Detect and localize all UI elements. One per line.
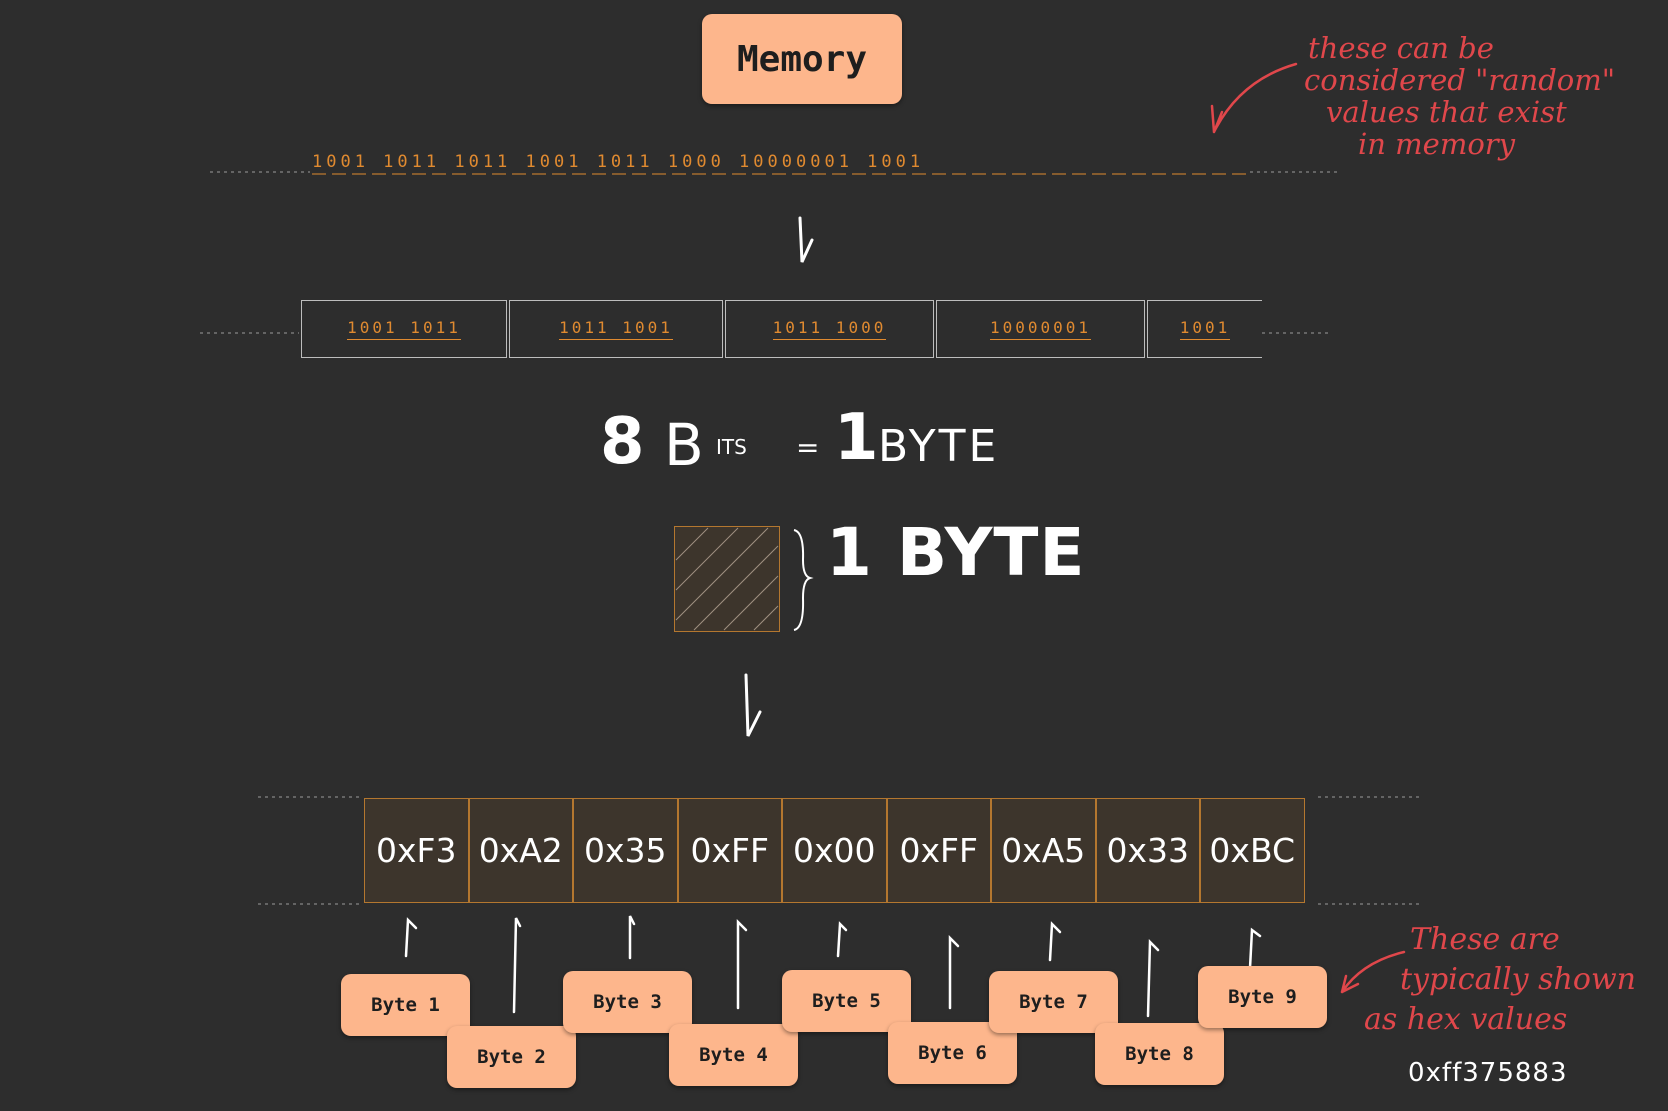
down-arrow-1 [798,216,814,263]
hex-values-annotation: These are typically shown as hex values [1364,920,1636,1040]
random-values-annotation: these can be considered "random" values … [1304,31,1615,161]
byte-label-7: Byte 7 [989,971,1118,1033]
hex-cell-8: 0x33 [1095,798,1200,903]
byte-hatching [675,527,779,631]
hex-cell-2: 0xA2 [468,798,573,903]
hex-cell-6: 0xFF [886,798,991,903]
annotation-line-1: these can be [1308,31,1494,65]
annotation-line-3: values that exist [1326,95,1567,129]
byte-legend: 1 BYTE [826,514,1086,591]
hex-cell-9: 0xBC [1200,798,1305,903]
bit-group-5: 1001 [1147,300,1262,358]
annotation-arrow-top [1210,62,1298,134]
byte-label-4: Byte 4 [669,1024,798,1086]
equation-rhs-number: 1 [834,401,879,475]
bit-group-3-text: 1011 1000 [772,318,887,340]
bit-group-1-text: 1001 1011 [347,318,461,340]
bit-group-3: 1011 1000 [725,300,934,358]
hex-cell-7: 0xA5 [991,798,1096,903]
equation-rhs-unit: BYTE [878,421,1000,472]
bit-group-2-text: 1011 1001 [559,318,673,340]
annotation-line-4: in memory [1358,127,1516,161]
byte-label-9: Byte 9 [1198,966,1327,1028]
bit-stream: 1001 1011 1011 1001 1011 1000 10000001 1… [312,152,925,172]
memory-title: Memory [702,14,902,104]
hex-cell-5: 0x00 [782,798,887,903]
bit-group-4: 10000001 [936,300,1145,358]
byte-brace [793,529,814,631]
byte-label-1: Byte 1 [341,974,470,1036]
hex-row: 0xF3 0xA2 0x35 0xFF 0x00 0xFF 0xA5 0x33 … [364,798,1305,903]
hex-annotation-line-1: These are [1410,922,1560,957]
bit-group-2: 1011 1001 [509,300,723,358]
annotation-arrow-bottom [1340,950,1406,994]
equation-lhs-number: 8 [600,405,645,479]
hex-annotation-line-2: typically shown [1400,962,1636,997]
equation-lhs-unit-big: B [664,411,704,479]
down-arrow-2 [744,673,762,737]
equation-equals: = [796,431,820,464]
byte-label-2: Byte 2 [447,1026,576,1088]
equation-lhs-unit-small: ITS [716,435,747,459]
annotation-line-2: considered "random" [1304,63,1616,97]
hex-annotation-line-3: as hex values [1364,1002,1568,1037]
byte-label-3: Byte 3 [563,971,692,1033]
hex-example: 0xff375883 [1408,1058,1568,1088]
byte-label-8: Byte 8 [1095,1023,1224,1085]
pointer-lines [404,915,1262,1018]
byte-label-5: Byte 5 [782,970,911,1032]
hex-cell-3: 0x35 [573,798,678,903]
hex-cell-1: 0xF3 [364,798,469,903]
hex-cell-4: 0xFF [677,798,782,903]
bit-group-5-text: 1001 [1179,318,1231,340]
bit-group-1: 1001 1011 [301,300,507,358]
bit-group-4-text: 10000001 [989,318,1092,340]
